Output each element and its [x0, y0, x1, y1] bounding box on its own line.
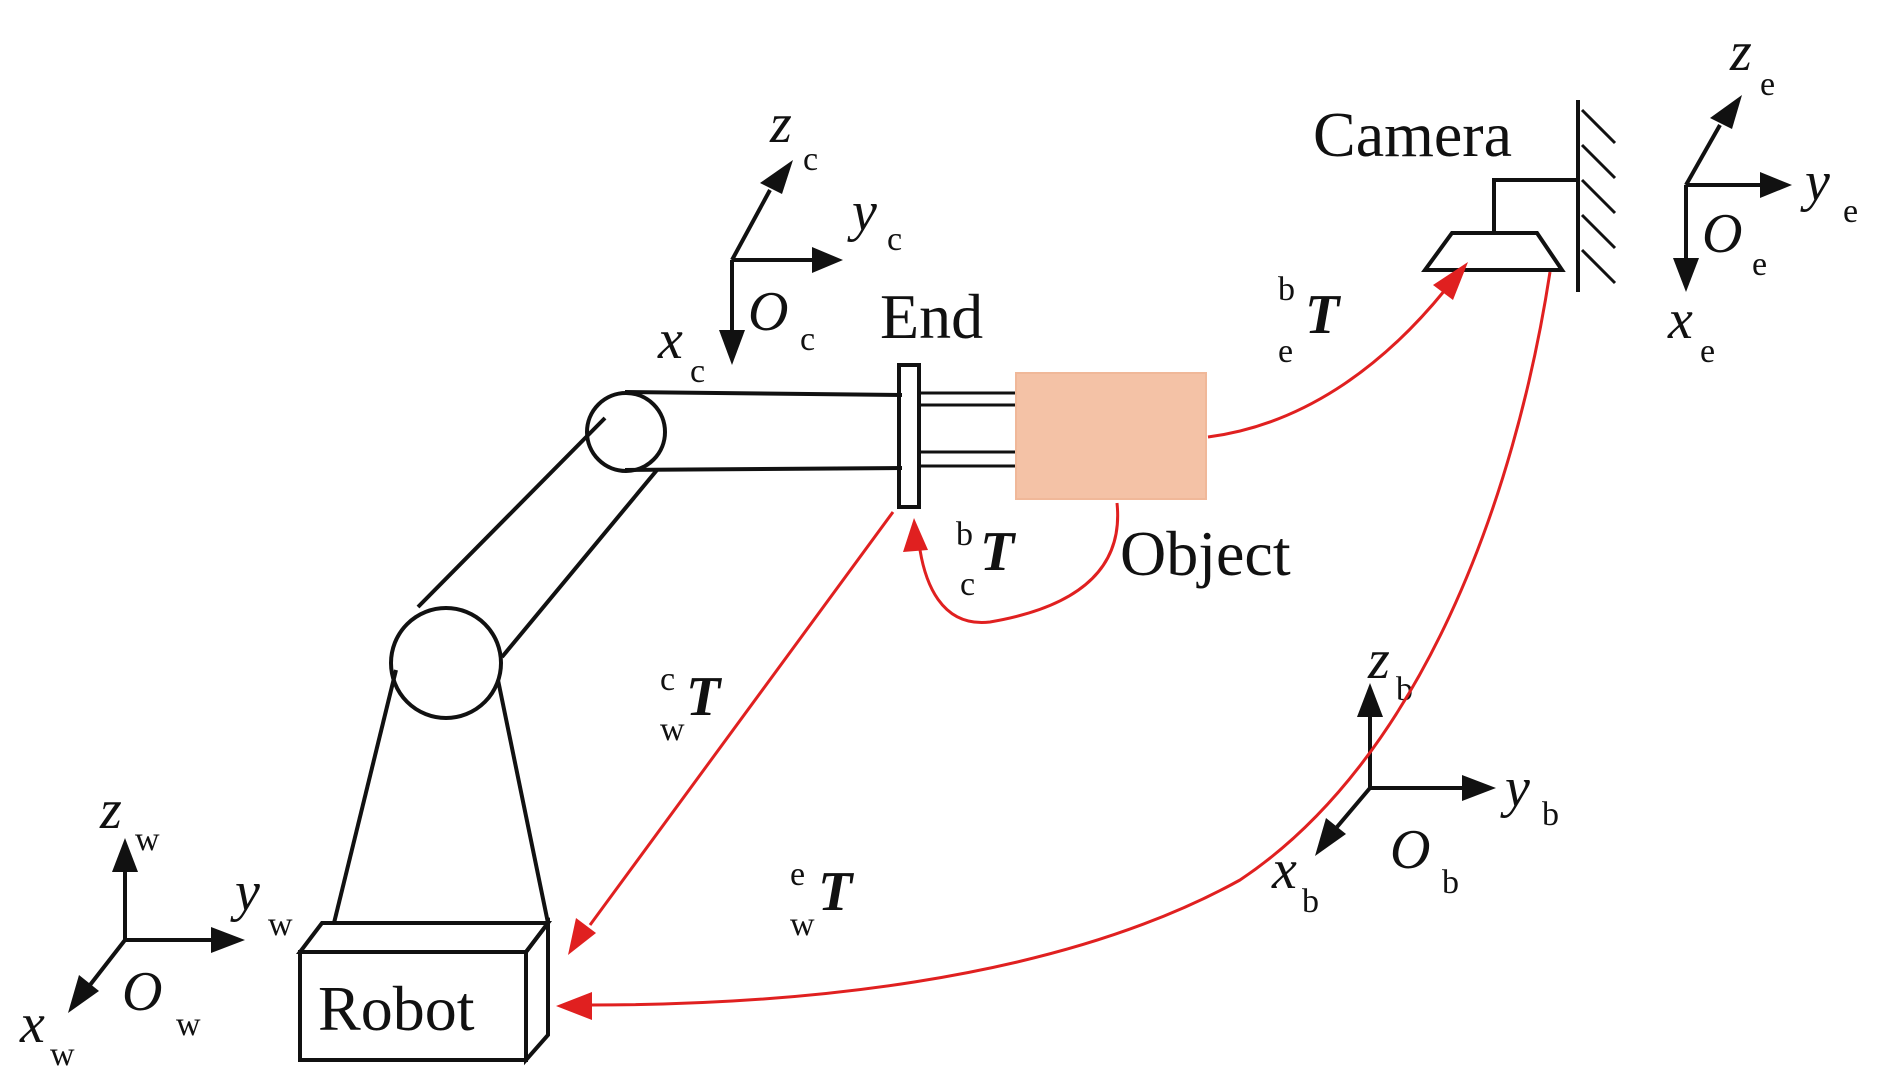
upper-link	[624, 390, 903, 472]
frame-b-x-label: x	[1271, 839, 1297, 901]
middle-link	[416, 416, 659, 659]
frame-e-x-label: x	[1667, 289, 1693, 351]
frame-w-z-sub: w	[135, 821, 160, 858]
frame-w: z w y w O w x w	[19, 779, 293, 1072]
shoulder-joint	[585, 391, 667, 473]
frame-w-x-sub: w	[50, 1036, 75, 1072]
svg-text:c: c	[960, 566, 975, 603]
robot-label: Robot	[318, 973, 475, 1044]
arrow-camera-to-robot	[589, 271, 1552, 1007]
arrow-camera-to-robot-head	[556, 992, 592, 1020]
frame-c-x-label: x	[657, 309, 683, 371]
robot-base: Robot	[295, 917, 553, 1066]
lower-link	[332, 669, 550, 924]
camera-mount: Camera	[1313, 99, 1617, 292]
svg-text:T: T	[686, 666, 723, 728]
frame-c-o-label: O	[748, 281, 788, 343]
frame-w-z-label: z	[99, 779, 122, 841]
frame-b: z b y b O b x b	[1271, 629, 1559, 920]
svg-text:e: e	[1278, 333, 1293, 370]
end-effector: End	[880, 281, 1016, 509]
svg-text:w: w	[660, 711, 685, 748]
transform-label-cw: c w T	[660, 661, 723, 748]
object: Object	[1015, 372, 1291, 589]
frame-b-z-label: z	[1367, 629, 1390, 691]
frame-e-x-sub: e	[1700, 333, 1715, 370]
frame-e-y-label: y	[1800, 151, 1830, 213]
frame-b-z-sub: b	[1396, 671, 1413, 708]
svg-text:e: e	[790, 856, 805, 893]
object-box	[1015, 372, 1207, 500]
camera-icon	[1421, 231, 1566, 272]
arrow-object-to-camera-head	[1433, 262, 1468, 300]
svg-text:b: b	[1278, 271, 1295, 308]
elbow-joint	[389, 606, 503, 720]
transform-arrows	[556, 262, 1552, 1020]
frame-b-y-label: y	[1500, 757, 1530, 819]
arrow-object-to-end-head	[903, 518, 928, 552]
svg-text:w: w	[790, 906, 815, 943]
frame-c-x-sub: c	[690, 353, 705, 390]
frame-b-o-label: O	[1390, 819, 1430, 881]
frame-e-o-sub: e	[1752, 246, 1767, 283]
frame-c: z c y c O c x c	[657, 93, 902, 390]
frame-b-o-sub: b	[1442, 864, 1459, 901]
arrow-end-to-robot	[588, 511, 895, 926]
frame-c-o-sub: c	[800, 321, 815, 358]
object-label: Object	[1120, 518, 1291, 589]
svg-text:T: T	[1305, 284, 1342, 346]
frame-c-y-sub: c	[887, 221, 902, 258]
end-label: End	[880, 281, 983, 352]
svg-text:T: T	[980, 521, 1017, 583]
arrow-object-to-end	[918, 502, 1120, 624]
svg-text:b: b	[956, 516, 973, 553]
frame-c-y-label: y	[847, 181, 877, 243]
transform-labels: b e T b c T c w T e w T	[660, 271, 1342, 943]
frame-c-z-label: z	[769, 93, 792, 155]
arrow-object-to-camera	[1207, 289, 1447, 439]
frame-w-o-sub: w	[176, 1006, 201, 1043]
frame-e-z-label: z	[1729, 21, 1752, 83]
arrow-end-to-robot-head	[568, 918, 596, 955]
frame-b-y-sub: b	[1542, 796, 1559, 833]
frame-w-x-label: x	[19, 993, 45, 1055]
frame-b-x-sub: b	[1302, 883, 1319, 920]
frame-w-o-label: O	[122, 961, 162, 1023]
frame-e: z e y e O e x e	[1667, 21, 1858, 370]
transform-label-ew: e w T	[790, 856, 855, 943]
transform-label-be: b e T	[1278, 271, 1342, 370]
frame-c-z-sub: c	[803, 141, 818, 178]
camera-label: Camera	[1313, 99, 1512, 170]
frame-e-y-sub: e	[1843, 193, 1858, 230]
svg-text:T: T	[818, 861, 855, 923]
robot-arm: Robot End	[295, 281, 1016, 1066]
transform-label-bc: b c T	[956, 516, 1017, 603]
frame-e-z-sub: e	[1760, 66, 1775, 103]
svg-text:c: c	[660, 661, 675, 698]
frame-e-o-label: O	[1702, 203, 1742, 265]
frame-w-y-label: y	[230, 861, 260, 923]
frame-w-y-sub: w	[268, 906, 293, 943]
